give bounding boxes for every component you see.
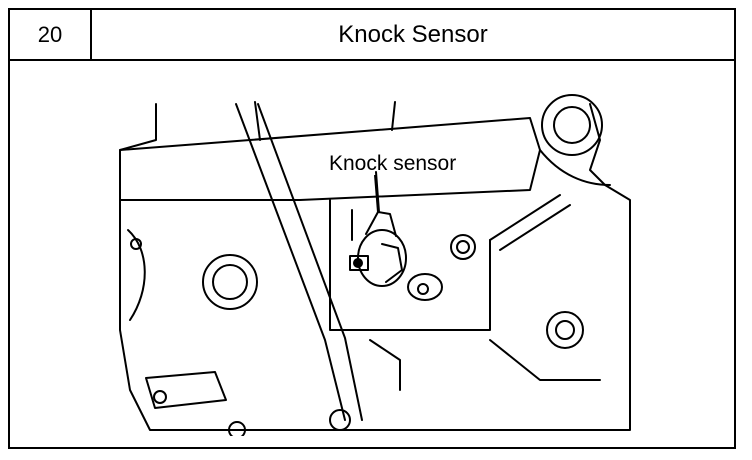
knock-sensor-callout: Knock sensor <box>329 152 456 175</box>
section-frame: 20 Knock Sensor <box>8 8 736 449</box>
bolt-upper <box>450 234 476 260</box>
callout-leader-line <box>374 174 379 213</box>
knock-sensor <box>349 171 407 287</box>
bracket-lower-left <box>145 371 227 409</box>
section-number: 20 <box>10 10 92 59</box>
section-header: 20 Knock Sensor <box>10 10 734 61</box>
left-port <box>202 254 258 310</box>
boss-top-right <box>541 94 603 156</box>
engine-block-outline <box>119 103 631 431</box>
section-title: Knock Sensor <box>338 20 488 48</box>
mount-right <box>546 311 584 349</box>
diagonal-pipe <box>235 103 346 421</box>
stud-lower <box>407 273 443 301</box>
engine-illustration: Knock sensor <box>119 94 631 436</box>
